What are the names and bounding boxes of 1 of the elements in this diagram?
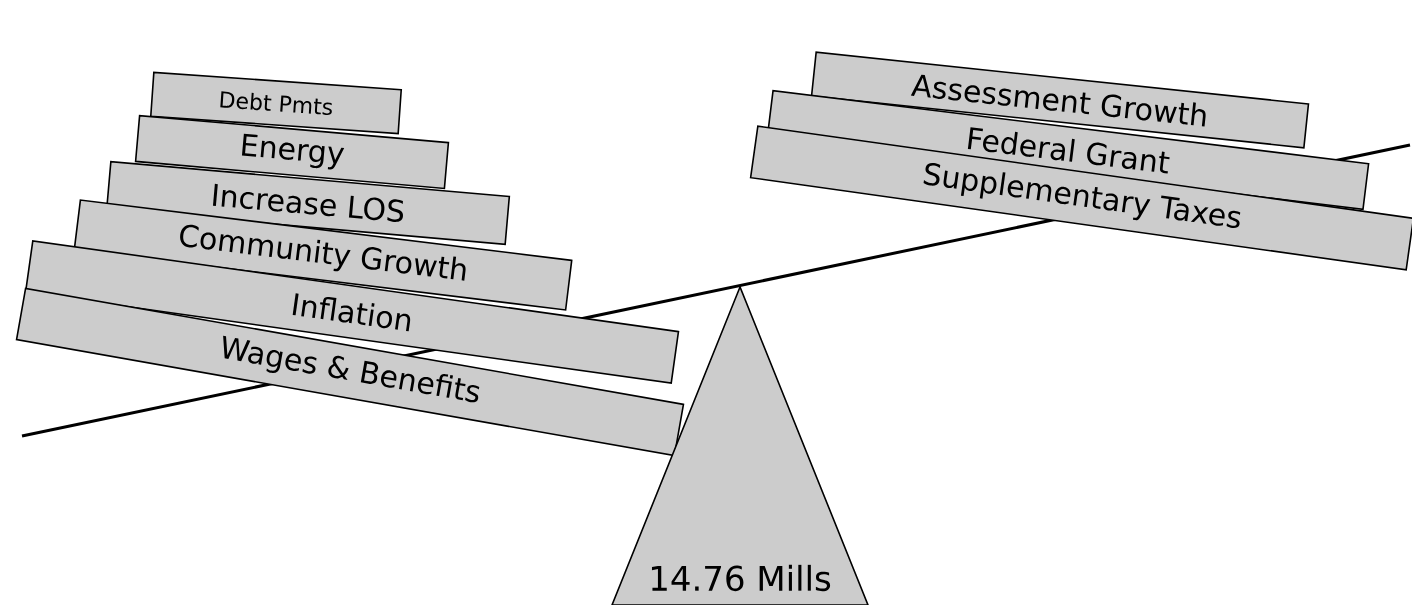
block: Debt Pmts: [149, 71, 403, 135]
